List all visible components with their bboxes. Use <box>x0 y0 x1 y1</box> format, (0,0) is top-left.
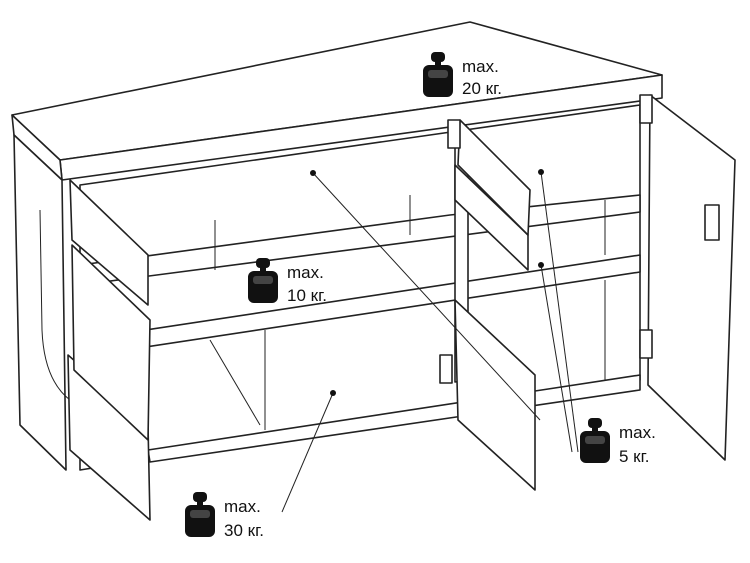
label-max-20: max. 20 кг. <box>423 52 502 98</box>
point-marker <box>538 169 544 175</box>
label-line: max. <box>462 57 499 76</box>
left-door-open <box>67 179 151 521</box>
label-value: 20 кг. <box>462 79 502 98</box>
point-marker <box>310 170 316 176</box>
label-value: 10 кг. <box>287 286 327 305</box>
label-max-5: max. 5 кг. <box>580 418 656 466</box>
leader-lines <box>281 169 579 513</box>
label-line: max. <box>287 263 324 282</box>
label-line: max. <box>619 423 656 442</box>
point-marker <box>330 390 336 396</box>
weight-icon <box>185 492 215 537</box>
label-value: 5 кг. <box>619 447 649 466</box>
right-door-open <box>639 94 736 461</box>
weight-icon <box>580 418 610 463</box>
label-line: max. <box>224 497 261 516</box>
middle-door-open <box>439 119 536 491</box>
point-marker <box>538 262 544 268</box>
label-value: 30 кг. <box>224 521 264 540</box>
label-max-10: max. 10 кг. <box>248 258 327 305</box>
label-max-30: max. 30 кг. <box>185 492 264 540</box>
